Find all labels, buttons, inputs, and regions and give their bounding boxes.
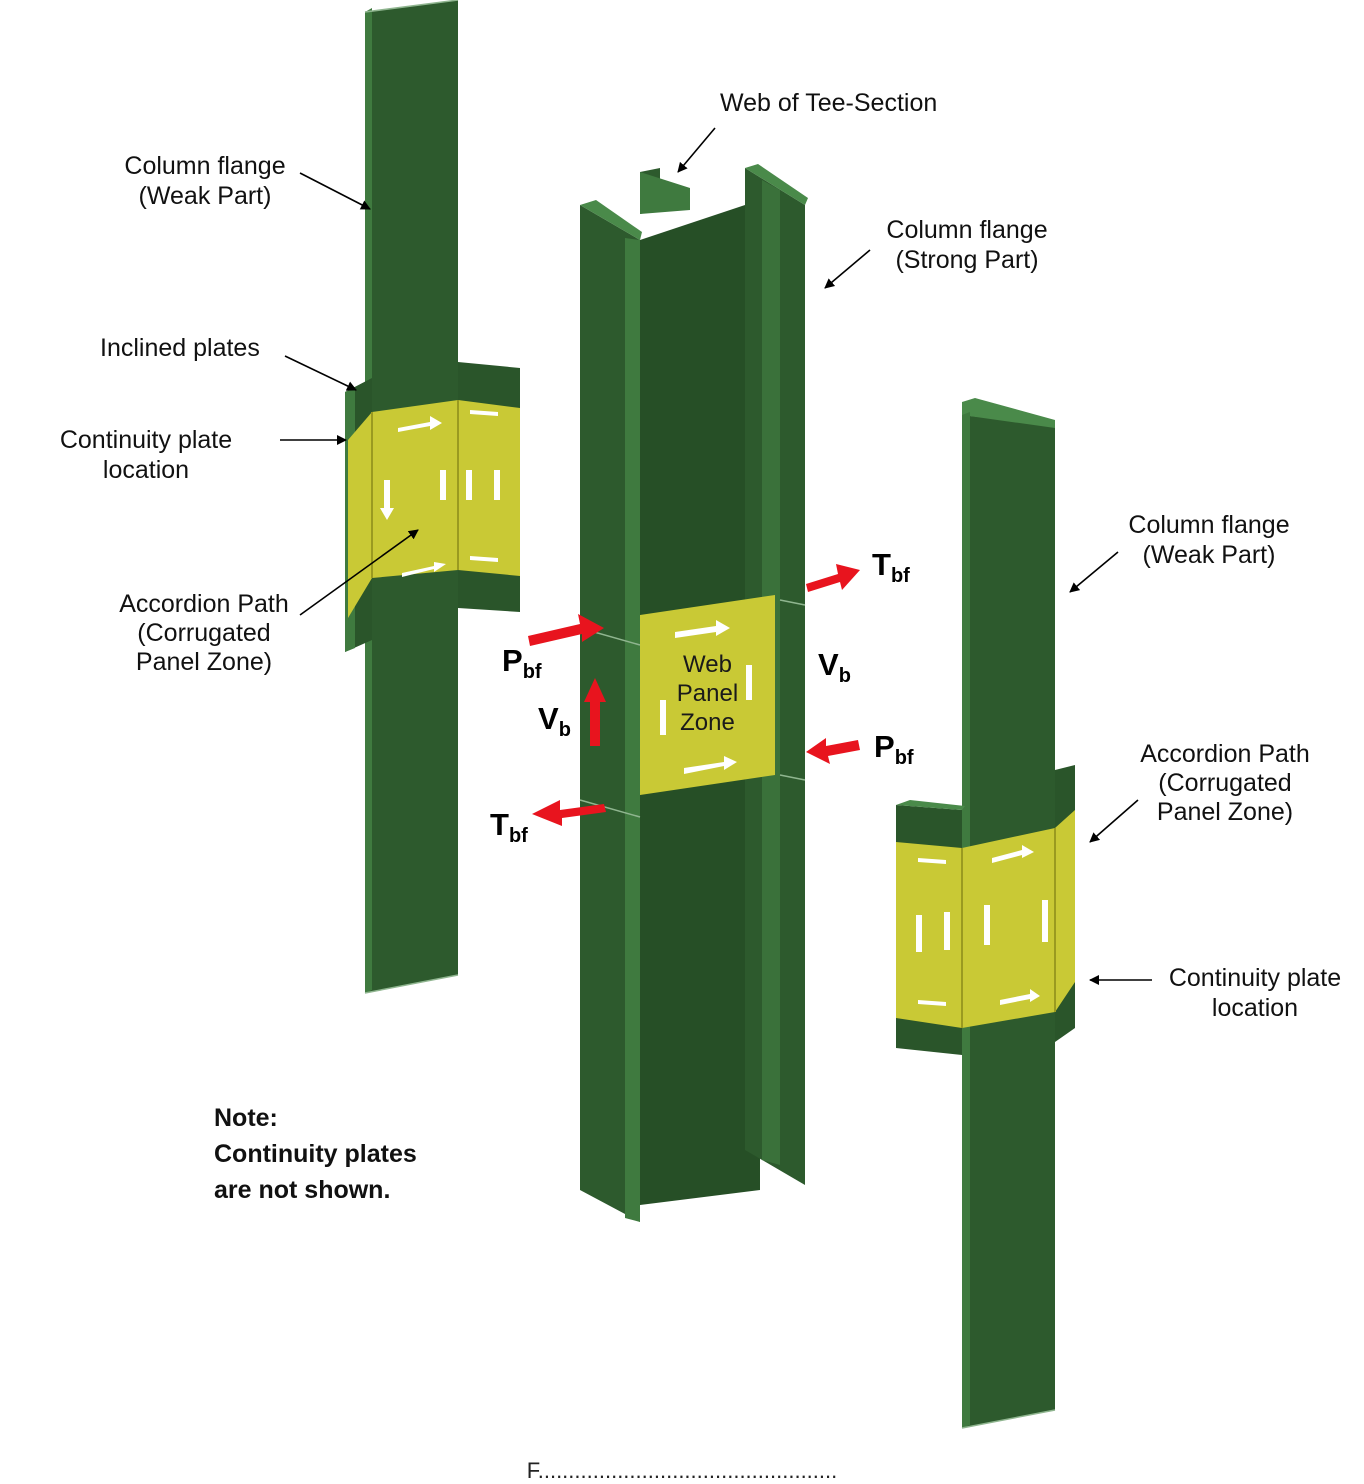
leader-accordion-right	[1089, 799, 1139, 843]
leader-web-of-tee	[677, 127, 716, 173]
force-vb-right-main: V	[818, 647, 839, 682]
label-accordion-left: Accordion Path (Corrugated Panel Zone)	[108, 590, 300, 677]
label-accordion-right-line3: Panel Zone)	[1156, 798, 1294, 826]
label-continuity-left: Continuity plate location	[46, 425, 246, 485]
note-line3: are not shown.	[214, 1176, 391, 1204]
force-tbf-right-sub: bf	[890, 565, 910, 587]
tbf-left-arrow	[532, 800, 606, 826]
note-line1: Note:	[214, 1104, 278, 1132]
label-continuity-right-line1: Continuity plate	[1168, 964, 1342, 992]
right-accordion-panel-zone	[896, 810, 1075, 1028]
force-vb-right: Vb	[818, 648, 851, 693]
note-line2: Continuity plates	[214, 1140, 417, 1168]
label-accordion-left-line2: (Corrugated	[137, 619, 271, 647]
leader-col-flange-strong	[824, 249, 871, 289]
label-col-flange-weak-right-line2: (Weak Part)	[1142, 541, 1276, 569]
label-continuity-left-line2: location	[102, 456, 190, 484]
label-col-flange-weak-left-line1: Column flange	[124, 152, 286, 180]
figure-caption: F.......................................…	[526, 1458, 838, 1483]
force-pbf-left-main: P	[502, 643, 523, 678]
force-tbf-left-sub: bf	[508, 825, 528, 847]
pbf-right-arrow	[806, 738, 860, 764]
label-accordion-right-line1: Accordion Path	[1140, 740, 1310, 768]
label-col-flange-strong: Column flange (Strong Part)	[872, 215, 1062, 275]
leader-col-flange-weak-left	[299, 172, 371, 210]
label-col-flange-weak-left-line2: (Weak Part)	[138, 182, 272, 210]
force-tbf-right-main: T	[872, 547, 891, 582]
label-continuity-right: Continuity plate location	[1156, 963, 1354, 1023]
leader-accordion-left	[299, 529, 419, 616]
label-web-panel-zone-line3: Zone	[680, 709, 735, 736]
left-shear-arrows	[380, 410, 500, 577]
label-continuity-right-line2: location	[1211, 994, 1299, 1022]
force-tbf-left-main: T	[490, 807, 509, 842]
force-pbf-right-sub: bf	[894, 747, 914, 769]
leader-lines	[280, 127, 1152, 985]
note-block: Note: Continuity plates are not shown.	[214, 1100, 417, 1208]
label-continuity-left-line1: Continuity plate	[59, 426, 233, 454]
center-shear-arrows	[660, 620, 752, 774]
label-web-panel-zone: Web Panel Zone	[660, 650, 755, 737]
tbf-right-arrow	[806, 564, 860, 592]
label-col-flange-weak-left: Column flange (Weak Part)	[110, 151, 300, 211]
label-web-panel-zone-line2: Panel	[676, 680, 739, 707]
label-accordion-left-line3: Panel Zone)	[135, 648, 273, 676]
force-vb-right-sub: b	[838, 665, 851, 687]
label-web-panel-zone-line1: Web	[683, 651, 732, 678]
vb-left-arrow	[584, 678, 606, 746]
left-accordion-panel-zone	[348, 400, 520, 618]
leader-inclined-plates	[284, 355, 357, 391]
right-shear-arrows	[916, 845, 1048, 1006]
force-pbf-right-main: P	[874, 729, 895, 764]
force-vb-left-sub: b	[558, 719, 571, 741]
force-pbf-left-sub: bf	[522, 661, 542, 683]
label-accordion-left-line1: Accordion Path	[119, 590, 289, 618]
force-vb-left: Vb	[538, 702, 571, 747]
label-web-of-tee: Web of Tee-Section	[720, 89, 938, 117]
force-tbf-right: Tbf	[872, 548, 910, 593]
center-web-panel-zone	[640, 595, 775, 795]
force-tbf-left: Tbf	[490, 808, 528, 853]
label-accordion-right-line2: (Corrugated	[1158, 769, 1292, 797]
force-vb-left-main: V	[538, 701, 559, 736]
label-col-flange-strong-line1: Column flange	[886, 216, 1048, 244]
pbf-left-arrow	[528, 614, 604, 646]
label-col-flange-strong-line2: (Strong Part)	[895, 246, 1039, 274]
leader-col-flange-weak-right	[1069, 551, 1119, 593]
label-accordion-right: Accordion Path (Corrugated Panel Zone)	[1128, 740, 1322, 827]
force-pbf-right: Pbf	[874, 730, 914, 775]
label-col-flange-weak-right: Column flange (Weak Part)	[1112, 510, 1306, 570]
label-col-flange-weak-right-line1: Column flange	[1128, 511, 1290, 539]
force-arrows	[528, 564, 860, 826]
label-inclined-plates: Inclined plates	[100, 334, 260, 362]
force-pbf-left: Pbf	[502, 644, 542, 689]
